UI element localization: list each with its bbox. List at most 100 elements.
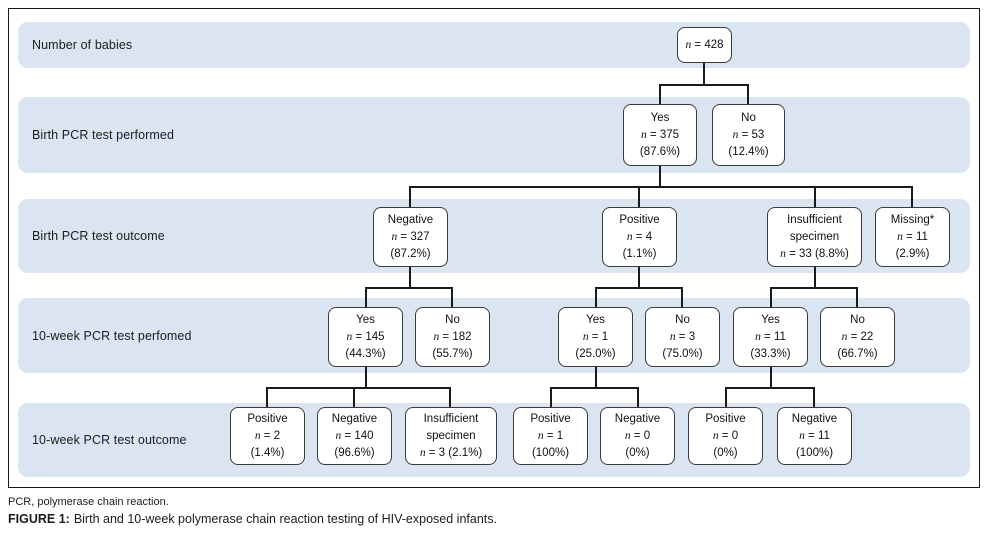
n-symbol: n <box>391 230 398 243</box>
node-pct: (25.0%) <box>575 347 616 360</box>
node-n: n = 0 <box>625 428 650 445</box>
flow-node-10wk-neg-yes: Yes n = 145 (44.3%) <box>328 307 403 367</box>
node-pct: (0%) <box>625 446 650 459</box>
node-pct: (55.7%) <box>432 347 473 360</box>
node-title: Negative <box>331 412 378 425</box>
node-n: n = 53 <box>733 127 765 144</box>
node-title: Yes <box>761 313 780 326</box>
node-title: No <box>675 313 690 326</box>
n-value: = 140 <box>341 429 374 442</box>
n-value: = 1 <box>543 429 564 442</box>
figure-footnote: PCR, polymerase chain reaction. <box>8 496 169 508</box>
node-n: n = 11 <box>755 329 786 346</box>
n-symbol: n <box>897 230 903 243</box>
flow-node-birth-no: No n = 53 (12.4%) <box>712 104 785 166</box>
flow-node-10wk-ins-yes: Yes n = 11 (33.3%) <box>733 307 808 367</box>
flow-node-final-pos-positive: Positive n = 1 (100%) <box>513 407 588 465</box>
node-pct: (1.1%) <box>622 247 657 260</box>
node-n: n = 3 <box>670 329 695 346</box>
n-symbol: n <box>626 230 633 243</box>
node-title: Insufficient <box>787 213 842 226</box>
node-pct: (2.9%) <box>895 247 930 260</box>
node-title: Yes <box>356 313 375 326</box>
n-value: = 53 <box>738 128 765 141</box>
flow-node-total: n = 428 <box>677 27 732 63</box>
n-symbol: n <box>640 128 647 141</box>
node-n: n = 182 <box>433 329 471 346</box>
node-n: n = 375 <box>641 127 679 144</box>
node-n: n = 0 <box>713 428 738 445</box>
n-value: = 1 <box>588 330 609 343</box>
node-n: n = 22 <box>842 329 874 346</box>
node-n: n = 33 (8.8%) <box>780 246 849 263</box>
n-symbol: n <box>755 330 761 343</box>
node-n: n = 1 <box>583 329 608 346</box>
n-value: = 0 <box>630 429 651 442</box>
figure-caption-text: Birth and 10-week polymerase chain react… <box>73 512 497 526</box>
node-title: Positive <box>619 213 660 226</box>
node-pct: (33.3%) <box>750 347 791 360</box>
node-n: n = 327 <box>391 229 429 246</box>
n-value: = 327 <box>397 230 430 243</box>
node-n: n = 145 <box>346 329 384 346</box>
n-symbol: n <box>335 429 342 442</box>
n-symbol: n <box>841 330 848 343</box>
n-symbol: n <box>732 128 739 141</box>
flow-node-10wk-neg-no: No n = 182 (55.7%) <box>415 307 490 367</box>
node-n: n = 11 <box>897 229 928 246</box>
node-pct: (1.4%) <box>250 446 285 459</box>
n-symbol: n <box>780 247 786 260</box>
row-label-10week-pcr-performed: 10-week PCR test perfomed <box>32 328 192 343</box>
node-title: Negative <box>614 412 661 425</box>
node-title: Positive <box>530 412 571 425</box>
row-band-number-of-babies: Number of babies <box>18 22 970 68</box>
node-pct: (87.6%) <box>639 145 681 158</box>
n-symbol: n <box>685 38 692 51</box>
n-value: = 428 <box>691 38 724 51</box>
n-symbol: n <box>433 330 440 343</box>
flow-node-final-ins-positive: Positive n = 0 (0%) <box>688 407 763 465</box>
node-pct: (100%) <box>531 446 570 459</box>
flow-node-final-neg-positive: Positive n = 2 (1.4%) <box>230 407 305 465</box>
row-label-10week-pcr-outcome: 10-week PCR test outcome <box>32 433 187 447</box>
node-title: Yes <box>586 313 605 326</box>
node-n: n = 140 <box>335 428 373 445</box>
n-value: = 0 <box>718 429 739 442</box>
row-label-birth-pcr-outcome: Birth PCR test outcome <box>32 229 165 243</box>
flow-node-10wk-ins-no: No n = 22 (66.7%) <box>820 307 895 367</box>
row-label-number-of-babies: Number of babies <box>32 38 133 52</box>
flow-node-10wk-pos-no: No n = 3 (75.0%) <box>645 307 720 367</box>
n-symbol: n <box>254 429 261 442</box>
n-value: = 11 <box>760 330 786 343</box>
row-label-birth-pcr-performed: Birth PCR test performed <box>32 128 175 142</box>
node-title2: specimen <box>789 230 840 243</box>
node-title: Negative <box>791 412 838 425</box>
node-title: Missing* <box>890 213 935 226</box>
flow-node-outcome-insufficient: Insufficient specimen n = 33 (8.8%) <box>767 207 862 267</box>
node-n: n = 3 (2.1%) <box>420 445 482 462</box>
node-title: No <box>445 313 460 326</box>
node-title: No <box>850 313 865 326</box>
node-title2: specimen <box>426 429 476 442</box>
figure-caption: FIGURE 1:Birth and 10-week polymerase ch… <box>8 512 497 526</box>
n-value: = 145 <box>352 330 385 343</box>
n-symbol: n <box>799 429 805 442</box>
node-pct: (12.4%) <box>728 145 769 158</box>
n-value: = 4 <box>632 230 653 243</box>
n-value: = 22 <box>847 330 874 343</box>
node-pct: (75.0%) <box>662 347 703 360</box>
n-symbol: n <box>712 429 719 442</box>
n-value: = 182 <box>439 330 472 343</box>
flow-node-outcome-missing: Missing* n = 11 (2.9%) <box>875 207 950 267</box>
flow-node-10wk-pos-yes: Yes n = 1 (25.0%) <box>558 307 633 367</box>
n-value: = 3 <box>675 330 696 343</box>
n-value: = 375 <box>646 128 680 141</box>
figure-caption-label: FIGURE 1: <box>8 512 70 526</box>
node-pct: (87.2%) <box>390 247 431 260</box>
node-title: Yes <box>650 111 670 124</box>
row-band-birth-pcr-performed: Birth PCR test performed <box>18 97 970 173</box>
node-n: n = 1 <box>538 428 563 445</box>
n-symbol: n <box>419 446 426 459</box>
node-n: n = 11 <box>799 428 830 445</box>
